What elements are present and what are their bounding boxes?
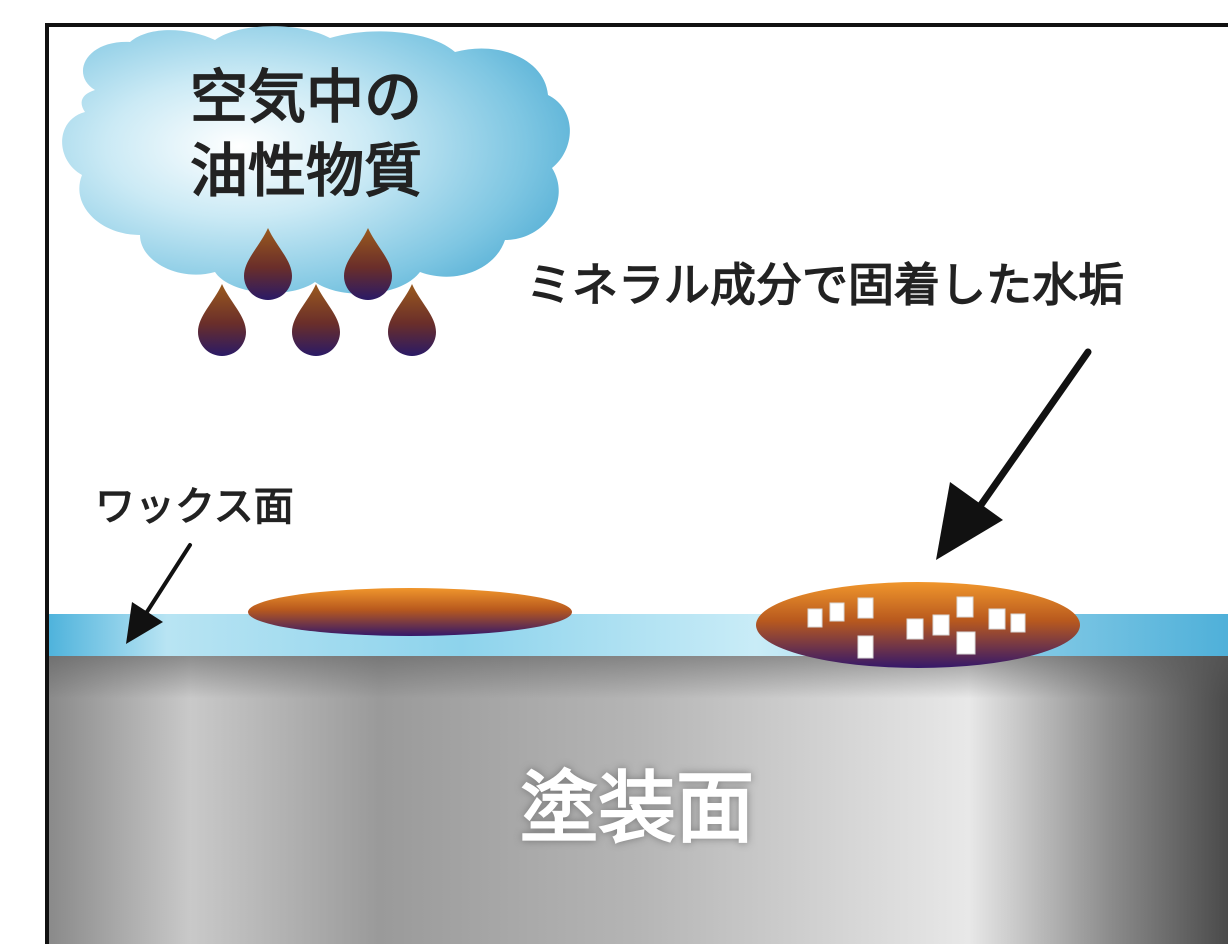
mineral-particle <box>956 631 976 655</box>
paint-surface-shade <box>49 655 1228 944</box>
mineral-pointer-arrow <box>936 348 1092 560</box>
mineral-particle <box>1010 613 1026 633</box>
mineral-particle <box>807 608 823 628</box>
wax-surface-label: ワックス面 <box>95 484 294 530</box>
mineral-water-spot-label: ミネラル成分で固着した水垢 <box>526 258 1124 312</box>
mineral-particle <box>906 618 924 640</box>
oil-drop-icon <box>244 228 292 300</box>
oil-drop-icon <box>388 284 436 356</box>
oil-drop-icon <box>344 228 392 300</box>
oil-drops <box>198 228 436 356</box>
mineral-particle <box>857 635 874 659</box>
mineral-particle <box>932 614 950 636</box>
oil-drop-icon <box>292 284 340 356</box>
oil-drop-icon <box>198 284 246 356</box>
wax-pointer-arrow <box>126 543 192 644</box>
mineral-particles <box>807 596 1026 659</box>
mineral-particle <box>857 597 874 619</box>
paint-surface-label: 塗装面 <box>520 764 755 854</box>
mineral-particle <box>988 608 1006 630</box>
water-spot <box>756 582 1080 668</box>
mineral-particle <box>956 596 974 618</box>
oil-film-stain <box>248 588 572 636</box>
oil-cloud <box>62 26 570 294</box>
cloud-label: 空気中の 油性物質 <box>190 63 423 206</box>
mineral-particle <box>829 602 845 622</box>
